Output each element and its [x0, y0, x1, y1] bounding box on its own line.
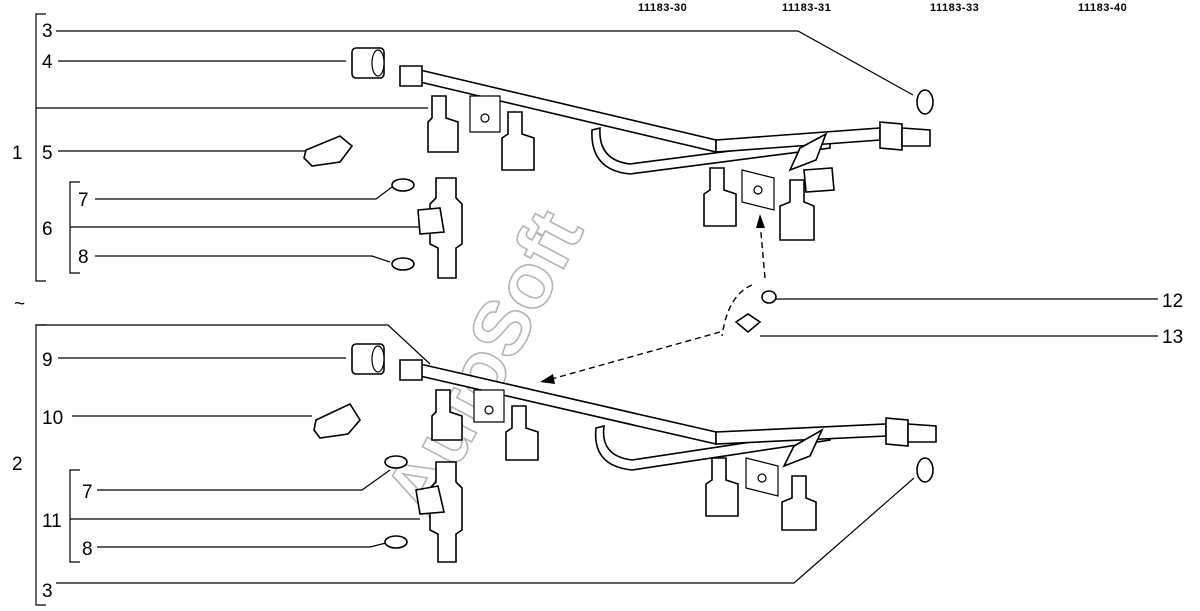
part-3-oring-bottom [916, 457, 934, 483]
injectors [415, 177, 463, 563]
upper-rail-regulator [803, 167, 835, 193]
part-10-clip [313, 402, 361, 439]
lower-rail-regulator-mount [782, 428, 824, 468]
leader-3-top [56, 30, 914, 96]
part-5-clip [303, 135, 354, 167]
injector-11-connector [415, 485, 445, 515]
leader-8-bottom [97, 542, 387, 548]
upper-rail-cup-3 [703, 167, 737, 227]
callout-10: 10 [42, 408, 63, 429]
part-7-seal-top [391, 178, 415, 192]
callout-13: 13 [1162, 327, 1183, 348]
callout-8-bottom: 8 [82, 539, 93, 560]
upper-rail-left-fitting [399, 65, 423, 87]
leader-7-bottom [97, 469, 391, 491]
lower-rail-cup-4 [781, 475, 817, 531]
header-code-2: 11183-31 [782, 2, 831, 14]
callout-8-top: 8 [78, 247, 89, 268]
part-12-washer [761, 290, 777, 304]
part-4-cap-face [371, 49, 385, 77]
injector-6-body [429, 177, 463, 279]
upper-rail-return-tube [591, 126, 831, 175]
callout-tilde: ~ [14, 294, 25, 315]
upper-rail-regulator-mount [788, 132, 828, 172]
upper-rail-tube [419, 68, 717, 154]
leader-lines [36, 30, 1158, 584]
lower-rail-bracket-2-hole [757, 473, 767, 483]
lower-fuel-rail [399, 359, 937, 531]
callout-9: 9 [42, 350, 53, 371]
header-code-3: 11183-33 [930, 2, 979, 14]
lower-rail-right-fitting [885, 417, 909, 447]
bracket-group-1 [35, 13, 46, 282]
callout-12: 12 [1162, 291, 1183, 312]
arrow-head-up [756, 214, 765, 228]
lower-rail-bracket-1-hole [484, 405, 494, 415]
leader-7-top [95, 186, 393, 200]
injector-6-connector [417, 207, 445, 235]
part-9-cap-face [371, 345, 385, 373]
callout-7-top: 7 [78, 190, 89, 211]
leader-3-bottom [56, 477, 915, 584]
part-7-seal-bottom [384, 455, 408, 469]
header-codes: 11183-30 11183-31 11183-33 11183-40 [638, 2, 1127, 14]
bracket-group-11 [69, 469, 80, 563]
upper-rail-bracket-2-hole [753, 185, 763, 195]
arrow-to-lower-rail [547, 331, 721, 381]
upper-rail-cup-4 [779, 179, 815, 241]
part-3-oring-top [916, 89, 934, 115]
callout-6: 6 [42, 219, 53, 240]
upper-rail-right-fitting [879, 121, 903, 151]
arrow-to-upper-rail [759, 221, 766, 279]
assembly-arrows [540, 214, 766, 384]
lower-rail-cup-2 [505, 405, 539, 461]
callout-11: 11 [42, 511, 62, 532]
header-code-1: 11183-30 [638, 2, 687, 14]
lower-rail-return-tube [594, 424, 831, 471]
upper-rail-right-nozzle [901, 127, 931, 147]
part-8-seal-top [391, 257, 415, 271]
upper-rail-bracket-1-hole [480, 113, 490, 123]
lower-rail-left-fitting [399, 359, 423, 381]
callout-1: 1 [12, 143, 23, 164]
arrow-head-left [540, 374, 555, 384]
callout-7-bottom: 7 [82, 482, 93, 503]
loose-parts [303, 47, 934, 549]
header-code-4: 11183-40 [1078, 2, 1127, 14]
arc-hint [721, 284, 753, 337]
callout-2: 2 [12, 454, 23, 475]
upper-rail-cup-1 [427, 95, 459, 153]
part-8-seal-bottom [384, 535, 408, 549]
upper-fuel-rail [399, 65, 931, 241]
lower-rail-cup-1 [431, 389, 463, 441]
leader-2 [36, 324, 431, 365]
callout-labels: 1 3 4 5 6 7 8 ~ 2 9 10 11 7 8 3 12 13 [12, 21, 1183, 602]
callout-3-top: 3 [42, 21, 53, 42]
upper-rail-cup-2 [501, 111, 535, 171]
callout-4: 4 [42, 52, 53, 73]
lower-rail-right-nozzle [907, 423, 937, 443]
callout-3-bottom: 3 [42, 581, 53, 602]
part-13-bolt [734, 313, 762, 334]
lower-rail-cup-3 [705, 457, 739, 517]
callout-5: 5 [42, 143, 53, 164]
leader-8-top [95, 255, 391, 263]
